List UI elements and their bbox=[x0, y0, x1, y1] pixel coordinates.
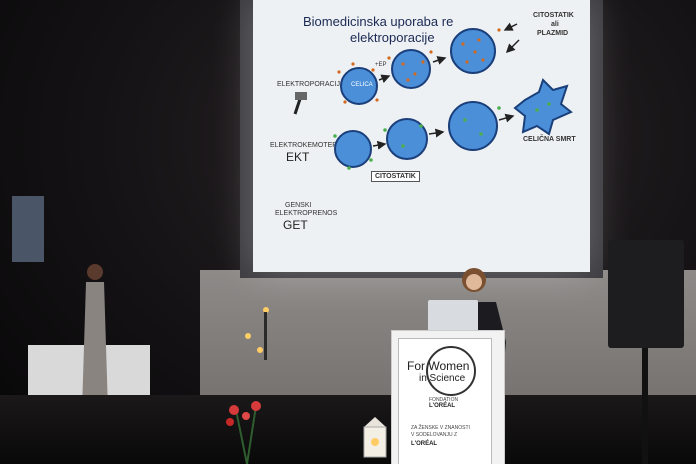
cell-row2-2 bbox=[386, 118, 428, 160]
cell-row2-1 bbox=[334, 130, 372, 168]
cell-row1-1 bbox=[340, 67, 378, 105]
electrode-icon bbox=[293, 92, 307, 115]
speaker-stand bbox=[642, 348, 648, 464]
citostatik-top-label: CITOSTATIK bbox=[533, 12, 574, 19]
row3-label-b: ELEKTROPRENOS bbox=[275, 210, 338, 217]
drug-dots-row1 bbox=[337, 28, 501, 104]
citostatik-box: CITOSTATIK bbox=[371, 171, 420, 182]
ep-label: +EP bbox=[375, 62, 387, 68]
row1-label: ELEKTROPORACIJA bbox=[277, 81, 345, 88]
slide-diagram bbox=[293, 22, 573, 170]
lantern bbox=[363, 417, 387, 458]
podium-caption2: V SODELOVANJU Z bbox=[411, 432, 458, 438]
citostatik-ali-label: ali bbox=[551, 21, 559, 28]
slide-title-line1: Biomedicinska uporaba re bbox=[303, 14, 454, 29]
side-monitor bbox=[12, 196, 44, 262]
laptop bbox=[428, 300, 478, 334]
podium-sign: For Women in Science FONDATION L'ORÉAL Z… bbox=[398, 338, 492, 464]
cell-row1-3 bbox=[450, 28, 496, 74]
row3-label-a: GENSKI bbox=[285, 202, 312, 209]
podium-line1: For Women bbox=[407, 359, 470, 373]
host-woman-figure bbox=[82, 264, 108, 410]
cell-row2-3 bbox=[448, 101, 498, 151]
projection-screen: Biomedicinska uporaba re elektroporacije… bbox=[253, 0, 590, 272]
podium-loreal: L'ORÉAL bbox=[429, 403, 456, 409]
row3-abbr: GET bbox=[283, 218, 308, 232]
row2-abbr: EKT bbox=[286, 150, 310, 164]
green-dots-row2 bbox=[333, 102, 551, 170]
death-label: CELIČNA SMRT bbox=[523, 136, 576, 143]
cell-label: CELICA bbox=[351, 82, 373, 88]
podium-loreal2: L'ORÉAL bbox=[411, 441, 438, 447]
candle-decor bbox=[245, 307, 269, 360]
fwis-logo-circle bbox=[426, 346, 476, 396]
podium-line2: in Science bbox=[419, 373, 466, 384]
plazmid-label: PLAZMID bbox=[537, 30, 569, 37]
pa-speaker bbox=[608, 240, 684, 348]
dying-cell-shape bbox=[513, 78, 573, 136]
cell-row1-2 bbox=[391, 49, 431, 89]
stage-floor bbox=[0, 395, 696, 464]
row2-label: ELEKTROKEMOTERAPIJA bbox=[270, 142, 357, 149]
slide-title-line2: elektroporacije bbox=[350, 30, 435, 45]
flower-vase bbox=[226, 401, 261, 464]
podium-foundation: FONDATION bbox=[429, 397, 459, 403]
podium-caption1: ZA ŽENSKE V ZNANOSTI bbox=[411, 425, 470, 431]
